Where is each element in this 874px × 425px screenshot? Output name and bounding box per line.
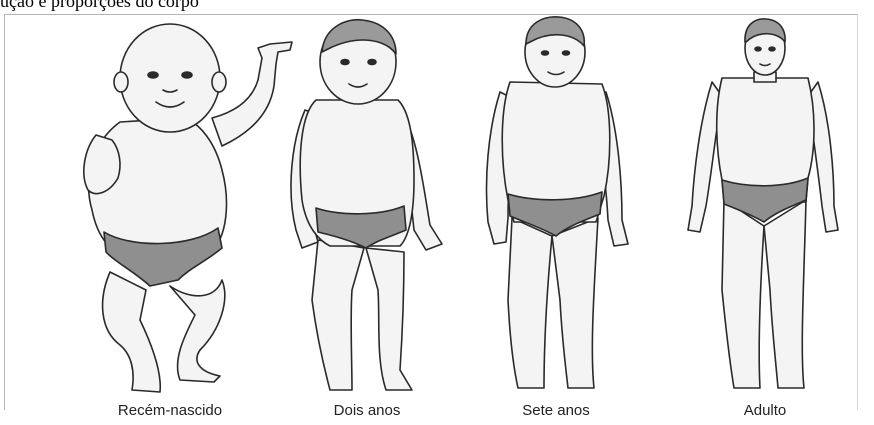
adult-figure bbox=[688, 19, 838, 388]
label-two-years: Dois anos bbox=[334, 402, 401, 419]
label-seven-years: Sete anos bbox=[522, 402, 590, 419]
two-years-figure bbox=[291, 20, 442, 390]
seven-years-figure bbox=[487, 17, 629, 388]
label-newborn: Recém-nascido bbox=[118, 402, 222, 419]
label-adult: Adulto bbox=[744, 402, 787, 419]
newborn-figure bbox=[84, 24, 292, 392]
